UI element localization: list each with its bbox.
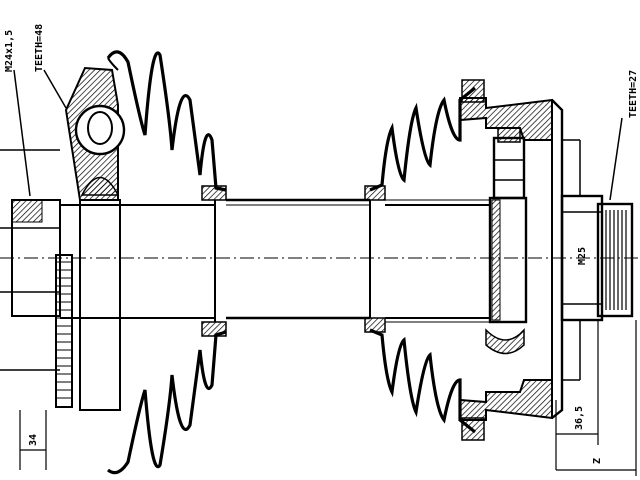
callout-left-b: TEETH=48 [34, 24, 67, 109]
callout-left-a-text: M24x1,5 [4, 30, 15, 72]
left-outer-joint [0, 66, 215, 411]
dimension-right-offset-text: 36,5 [574, 406, 585, 430]
callout-right: TEETH=27 [609, 70, 639, 201]
thread-mark-text: M25 [577, 247, 588, 265]
callout-left-b-text: TEETH=48 [34, 24, 45, 72]
shaft-bar [226, 198, 370, 320]
right-boot [364, 86, 476, 434]
right-inner-joint [385, 79, 564, 441]
dimension-right-total-text: Z [592, 458, 603, 464]
callout-left-a: M24x1,5 [4, 30, 31, 197]
dimension-right-offset: 36,5 [555, 320, 599, 470]
right-spline-stub [560, 139, 634, 381]
dimension-left-width-text: 34 [28, 434, 39, 446]
dimension-right-total: Z [556, 320, 637, 476]
left-boot [106, 50, 227, 475]
callout-right-text: TEETH=27 [628, 70, 639, 118]
dimension-left-width: 34 [19, 410, 47, 470]
